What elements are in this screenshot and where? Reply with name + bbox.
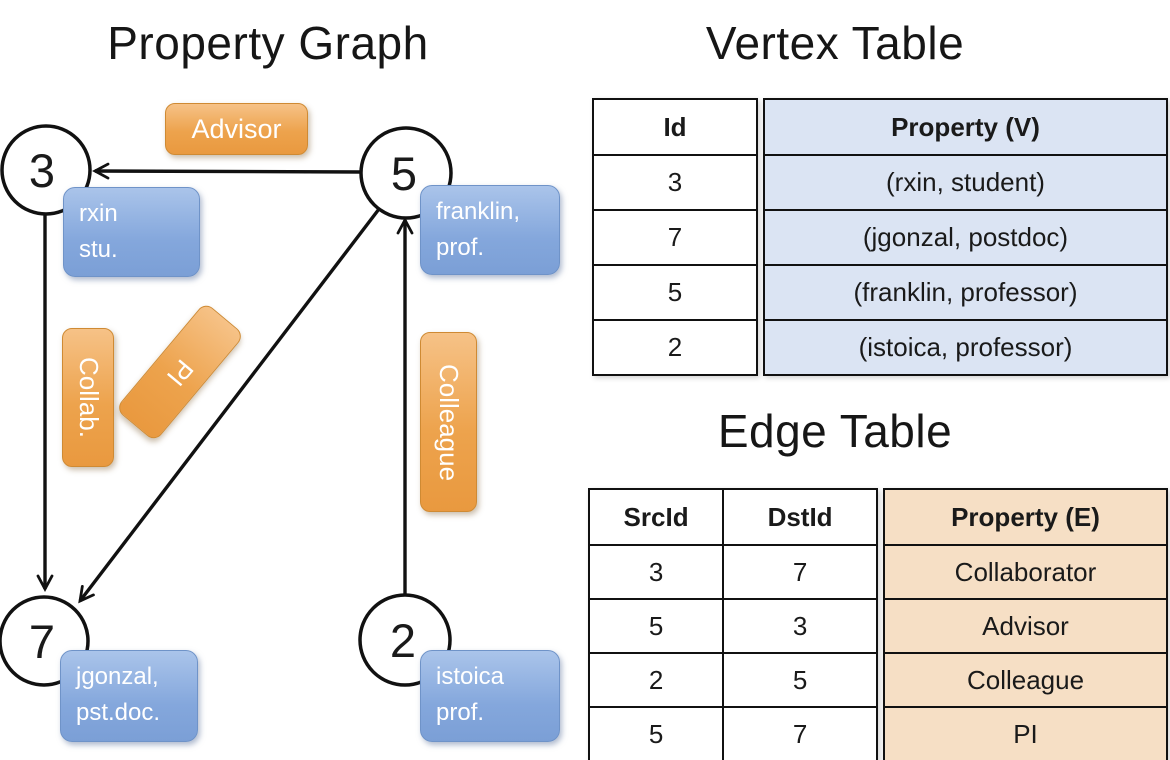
table-row: Property (V) xyxy=(763,98,1168,156)
vertex-property-cell: (franklin, professor) xyxy=(763,264,1168,321)
node-label-7: jgonzal, pst.doc. xyxy=(60,650,198,742)
vertex-id-header: Id xyxy=(592,98,758,156)
node-id-7: 7 xyxy=(29,615,55,668)
edge-dstid-cell: 3 xyxy=(722,598,878,654)
edge-table-id-columns: SrcId DstId 3 7 5 3 2 5 5 7 xyxy=(587,488,878,760)
node-label-5-line2: prof. xyxy=(436,234,485,261)
vertex-id-cell: 5 xyxy=(592,264,758,321)
edge-advisor-5-to-3 xyxy=(92,162,363,180)
node-label-3-line1: rxin xyxy=(79,200,118,227)
table-row: (istoica, professor) xyxy=(763,319,1168,376)
table-row: 5 3 xyxy=(587,598,878,654)
property-graph-title: Property Graph xyxy=(107,17,429,69)
table-row: 5 7 xyxy=(587,706,878,760)
edge-property-cell: Colleague xyxy=(883,652,1168,708)
table-row: (rxin, student) xyxy=(763,154,1168,211)
table-row: Property (E) xyxy=(883,488,1168,546)
edge-label-collab: Collab. xyxy=(62,328,114,467)
edge-dstid-cell: 7 xyxy=(722,544,878,600)
node-id-5: 5 xyxy=(391,147,417,200)
node-label-2-line2: prof. xyxy=(436,699,485,726)
edge-srcid-header: SrcId xyxy=(587,488,725,546)
edge-label-advisor-text: Advisor xyxy=(191,113,282,144)
node-label-5-line1: franklin, xyxy=(436,198,521,225)
table-row: (franklin, professor) xyxy=(763,264,1168,321)
vertex-id-cell: 3 xyxy=(592,154,758,211)
vertex-table-title: Vertex Table xyxy=(705,17,965,69)
edge-srcid-cell: 5 xyxy=(587,598,725,654)
table-row: 2 xyxy=(592,319,758,376)
vertex-id-cell: 7 xyxy=(592,209,758,266)
edge-property-cell: Collaborator xyxy=(883,544,1168,600)
node-label-5: franklin, prof. xyxy=(420,185,560,275)
node-id-3: 3 xyxy=(29,144,55,197)
edge-label-advisor: Advisor xyxy=(165,103,308,155)
table-row: 3 7 xyxy=(587,544,878,600)
vertex-table-id-column: Id 3 7 5 2 xyxy=(592,98,758,376)
edge-dstid-header: DstId xyxy=(722,488,878,546)
edge-table-title: Edge Table xyxy=(717,405,953,457)
edge-dstid-cell: 5 xyxy=(722,652,878,708)
table-row: Id xyxy=(592,98,758,156)
edge-pi-5-to-7 xyxy=(78,207,381,604)
property-graph-drawing: 3 5 7 2 xyxy=(0,124,453,687)
node-label-3: rxin stu. xyxy=(63,187,200,277)
table-row: SrcId DstId xyxy=(587,488,878,546)
edge-label-colleague: Colleague xyxy=(420,332,477,512)
vertex-property-cell: (istoica, professor) xyxy=(763,319,1168,376)
edge-property-cell: PI xyxy=(883,706,1168,760)
table-row: Advisor xyxy=(883,598,1168,654)
node-label-7-line2: pst.doc. xyxy=(76,699,161,726)
edge-label-pi-text: PI xyxy=(160,353,200,392)
node-id-2: 2 xyxy=(390,614,416,667)
edge-table-property-column: Property (E) Collaborator Advisor Collea… xyxy=(883,488,1168,760)
vertex-property-cell: (jgonzal, postdoc) xyxy=(763,209,1168,266)
edge-srcid-cell: 2 xyxy=(587,652,725,708)
edge-srcid-cell: 5 xyxy=(587,706,725,760)
table-row: Collaborator xyxy=(883,544,1168,600)
node-label-3-line2: stu. xyxy=(79,236,118,263)
table-row: PI xyxy=(883,706,1168,760)
node-label-2: istoica prof. xyxy=(420,650,560,742)
edge-dstid-cell: 7 xyxy=(722,706,878,760)
node-label-7-line1: jgonzal, xyxy=(76,663,159,690)
table-row: (jgonzal, postdoc) xyxy=(763,209,1168,266)
edge-property-cell: Advisor xyxy=(883,598,1168,654)
table-row: Colleague xyxy=(883,652,1168,708)
edge-label-colleague-text: Colleague xyxy=(434,363,464,481)
edge-srcid-cell: 3 xyxy=(587,544,725,600)
edge-label-collab-text: Collab. xyxy=(73,357,104,438)
vertex-id-cell: 2 xyxy=(592,319,758,376)
table-row: 3 xyxy=(592,154,758,211)
vertex-table-property-column: Property (V) (rxin, student) (jgonzal, p… xyxy=(763,98,1168,376)
vertex-property-cell: (rxin, student) xyxy=(763,154,1168,211)
table-row: 7 xyxy=(592,209,758,266)
edge-property-header: Property (E) xyxy=(883,488,1168,546)
table-row: 2 5 xyxy=(587,652,878,708)
node-label-2-line1: istoica xyxy=(436,663,505,690)
table-row: 5 xyxy=(592,264,758,321)
vertex-property-header: Property (V) xyxy=(763,98,1168,156)
